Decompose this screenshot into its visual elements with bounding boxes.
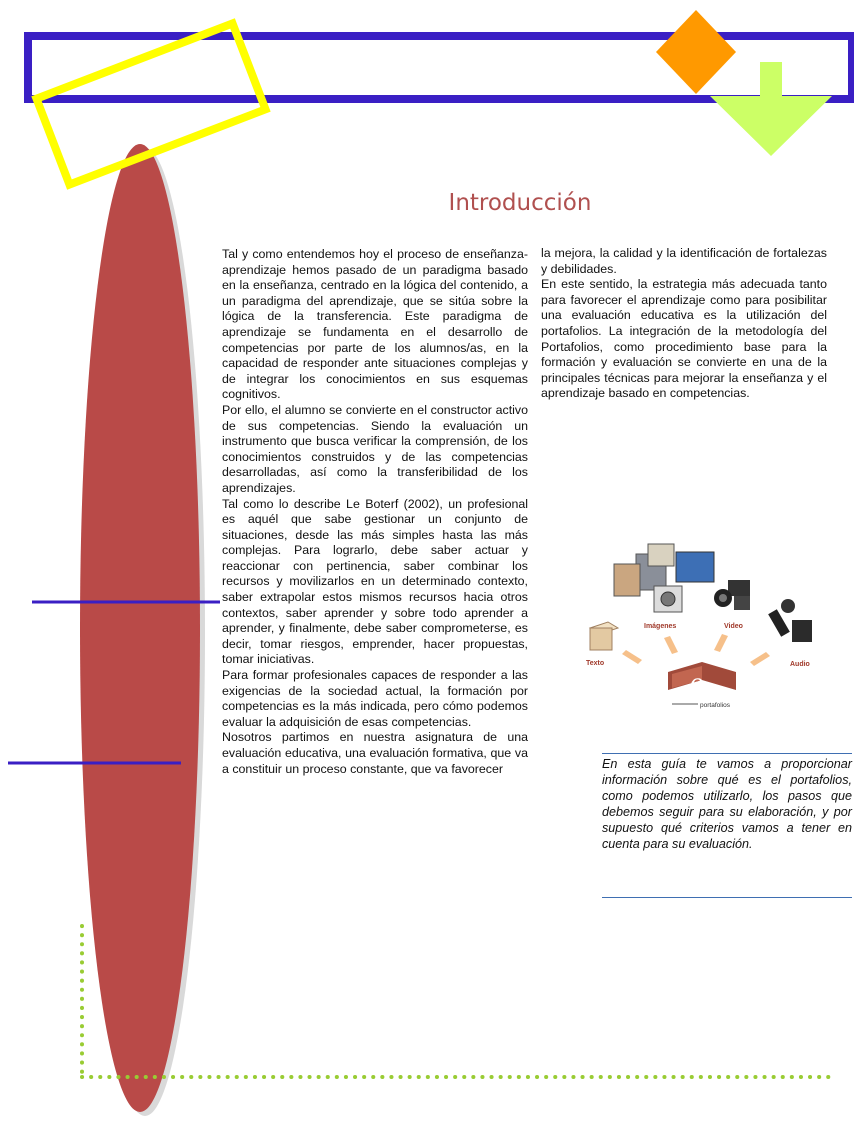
callout-text: En esta guía te vamos a proporcionar inf… [602,757,852,851]
label-video: Video [724,623,743,630]
green-down-arrow [710,62,832,156]
video-camera-icon [714,580,750,610]
red-ellipse [80,144,200,1112]
label-texto: Texto [586,660,604,667]
paragraph: Por ello, el alumno se convierte en el c… [222,402,528,495]
paragraph: Nosotros partimos en nuestra asignatura … [222,730,528,776]
callout-bottom-rule [602,897,852,898]
eportfolio-letter: e [690,671,703,696]
text-box-icon [588,621,620,651]
header-frame [24,32,854,103]
arrow-from-audio [750,652,770,666]
label-audio: Audio [790,661,810,668]
paragraph: la mejora, la calidad y la identificació… [541,246,827,276]
label-imagenes: Imágenes [644,623,676,630]
callout-top-rule [602,753,852,754]
eportfolio-book-icon: e [668,662,736,696]
paragraph: Tal como lo describe Le Boterf (2002), u… [222,496,528,667]
label-eportafolios: portafolios [700,702,731,709]
microphone-icon [768,599,812,642]
callout-box: En esta guía te vamos a proporcionar inf… [602,756,852,852]
paragraph: En este sentido, la estrategia más adecu… [541,277,827,401]
eportfolio-illustration: Imágenes Video Audio Texto e portafolios [586,543,812,709]
text-column-left: Tal y como entendemos hoy el proceso de … [222,247,528,777]
photos-icon [613,543,715,613]
text-column-right: la mejora, la calidad y la identificació… [541,246,827,402]
paragraph: Tal y como entendemos hoy el proceso de … [222,247,528,402]
arrow-from-texto [622,650,642,664]
yellow-rectangle [31,18,271,190]
page-title: Introducción [448,190,592,216]
paragraph: Para formar profesionales capaces de res… [222,668,528,729]
orange-diamond [656,10,736,94]
arrow-from-video [714,634,728,652]
arrow-from-imagenes [664,636,678,654]
